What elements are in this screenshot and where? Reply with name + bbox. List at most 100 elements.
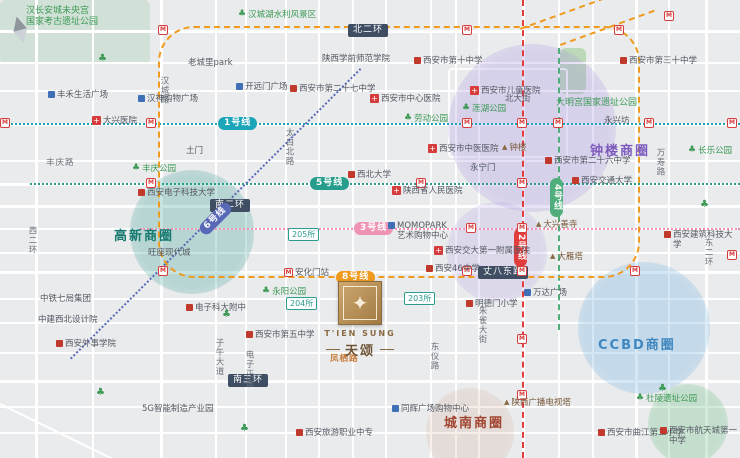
road-name-label: 东二环 <box>703 238 713 267</box>
poi-text: 西安市中心医院 <box>381 94 441 104</box>
tree-icon: ♣ <box>636 393 645 403</box>
road-name-label: 万寿路 <box>655 148 665 177</box>
poi-label: 永宁门 <box>470 163 496 173</box>
hospital-icon: + <box>392 186 401 195</box>
poi-text: 永阳公园 <box>272 287 307 297</box>
poi-label: ▲陕西广播电视塔 <box>504 398 571 408</box>
tree-icon: ♣ <box>688 145 697 155</box>
poi-text: 明德门小学 <box>475 299 518 309</box>
poi-label: +西安市中心医院 <box>370 94 441 104</box>
road-name-label: 汉城路 <box>159 76 169 105</box>
poi-label: 西安电子科技大学 <box>138 188 215 198</box>
tree-icon: ♣ <box>658 383 667 394</box>
landmark-icon: ▲ <box>550 252 556 260</box>
tree-icon: ♣ <box>98 53 107 64</box>
poi-text: 大兴医院 <box>103 116 138 126</box>
district-circle <box>648 384 728 458</box>
poi-text: 大明宫国家遗址公园 <box>556 98 638 108</box>
poi-label: 西安建筑科技大学 <box>664 230 740 250</box>
poi-text: 205所 <box>292 230 316 239</box>
poi-text: 北大街 <box>505 94 531 104</box>
metro-station-icon: M <box>146 118 156 128</box>
poi-text: 西安46中学 <box>435 264 480 274</box>
poi-label: 开远门广场 <box>236 82 288 92</box>
poi-text: 西安外事学院 <box>65 339 117 349</box>
poi-text: 汉长安城未央宫 国家考古遗址公园 <box>26 6 99 27</box>
decorative-line <box>380 349 394 350</box>
school-icon <box>572 177 579 184</box>
poi-text: 永兴坊 <box>604 116 630 126</box>
poi-label: 永兴坊 <box>604 116 630 126</box>
poi-text: 西安交大第一附属医院 <box>445 246 531 256</box>
poi-label: 万达广场 <box>524 288 567 298</box>
road-name-label: 丰庆路 <box>46 158 75 168</box>
poi-text: 西安市第二十六中学 <box>554 156 631 166</box>
poi-label: 西安市第二十七中学 <box>290 84 376 94</box>
poi-text: 西安市第三十中学 <box>629 56 698 66</box>
poi-text: 万达广场 <box>533 288 568 298</box>
tree-icon: ♣ <box>462 103 471 113</box>
poi-label: 大明宫国家遗址公园 <box>556 98 637 109</box>
metro-station-icon: M <box>727 250 737 260</box>
poi-text: 中建西北设计院 <box>38 315 98 325</box>
metro-line-badge: 5号线 <box>310 177 350 190</box>
road-name-badge: 丈八东路 <box>478 266 529 279</box>
poi-label: ♣汉城湖水利风景区 <box>238 10 317 21</box>
poi-label: 204所 <box>286 297 318 310</box>
metro-station-icon: M <box>553 118 563 128</box>
road-line <box>0 380 740 383</box>
road-name-label: 朱雀大街 <box>477 306 487 344</box>
poi-text: 西北大学 <box>357 170 392 180</box>
poi-label: ♣莲湖公园 <box>462 103 506 115</box>
brand-seal-icon <box>338 281 382 325</box>
poi-label: 西安市第二十六中学 <box>545 156 631 166</box>
mall-icon <box>236 83 243 90</box>
poi-text: 汉神购物广场 <box>147 94 199 104</box>
poi-label: +西安市中医医院 <box>428 144 499 154</box>
poi-label: +西安交大第一附属医院 <box>434 246 530 256</box>
poi-label: 北大街 <box>505 94 531 104</box>
hospital-icon: + <box>92 116 101 125</box>
metro-station-icon: M <box>517 266 527 276</box>
school-icon <box>664 231 671 238</box>
poi-label: 西安旅游职业中专 <box>296 428 373 438</box>
metro-station-icon: M <box>284 268 293 277</box>
poi-label: 陕西学前师范学院 <box>322 54 390 64</box>
poi-text: 西安交通大学 <box>581 176 633 186</box>
tree-icon: ♣ <box>404 113 413 123</box>
road-name-label: 东仪路 <box>429 342 439 371</box>
poi-text: 西安市曲江第二小学 <box>607 428 684 438</box>
road-line <box>92 0 94 458</box>
poi-text: MOMOPARK 艺术购物中心 <box>397 221 449 242</box>
poi-label: ♣长乐公园 <box>688 145 732 157</box>
poi-label: ▲大雁塔 <box>550 252 583 262</box>
district-label: CCBD商圈 <box>598 338 676 353</box>
poi-text: 西安市儿童医院 <box>481 86 541 96</box>
metro-station-icon: M <box>517 223 527 233</box>
tree-icon: ♣ <box>96 387 105 398</box>
road-name-badge: 南三环 <box>228 374 269 387</box>
metro-station-icon: M <box>146 178 156 188</box>
poi-label: ▲钟楼 <box>502 143 526 153</box>
brand-name-cn: 天颂 <box>344 344 375 359</box>
school-icon <box>56 340 63 347</box>
poi-label: ♣永阳公园 <box>262 287 307 298</box>
poi-text: 西安市第五中学 <box>255 330 315 340</box>
hospital-icon: + <box>470 86 479 95</box>
poi-text: 丰庆公园 <box>142 164 177 174</box>
school-icon <box>660 427 667 434</box>
poi-text: 西安市航天城第一中学 <box>669 426 738 447</box>
poi-label: 土门 <box>186 146 203 156</box>
poi-text: 汉城湖水利风景区 <box>248 10 317 20</box>
poi-label: 西安市第三十中学 <box>620 56 697 66</box>
poi-label: 西安市曲江第二小学 <box>598 428 684 438</box>
poi-text: 陕西广播电视塔 <box>511 398 571 408</box>
road-line <box>0 432 740 434</box>
metro-station-icon: M <box>517 178 527 188</box>
poi-label: 明德门小学 <box>466 299 518 309</box>
poi-text: 老城里park <box>188 58 233 68</box>
poi-label: 丰禾生活广场 <box>48 90 108 100</box>
poi-text: 203所 <box>408 294 432 303</box>
school-icon <box>348 171 355 178</box>
